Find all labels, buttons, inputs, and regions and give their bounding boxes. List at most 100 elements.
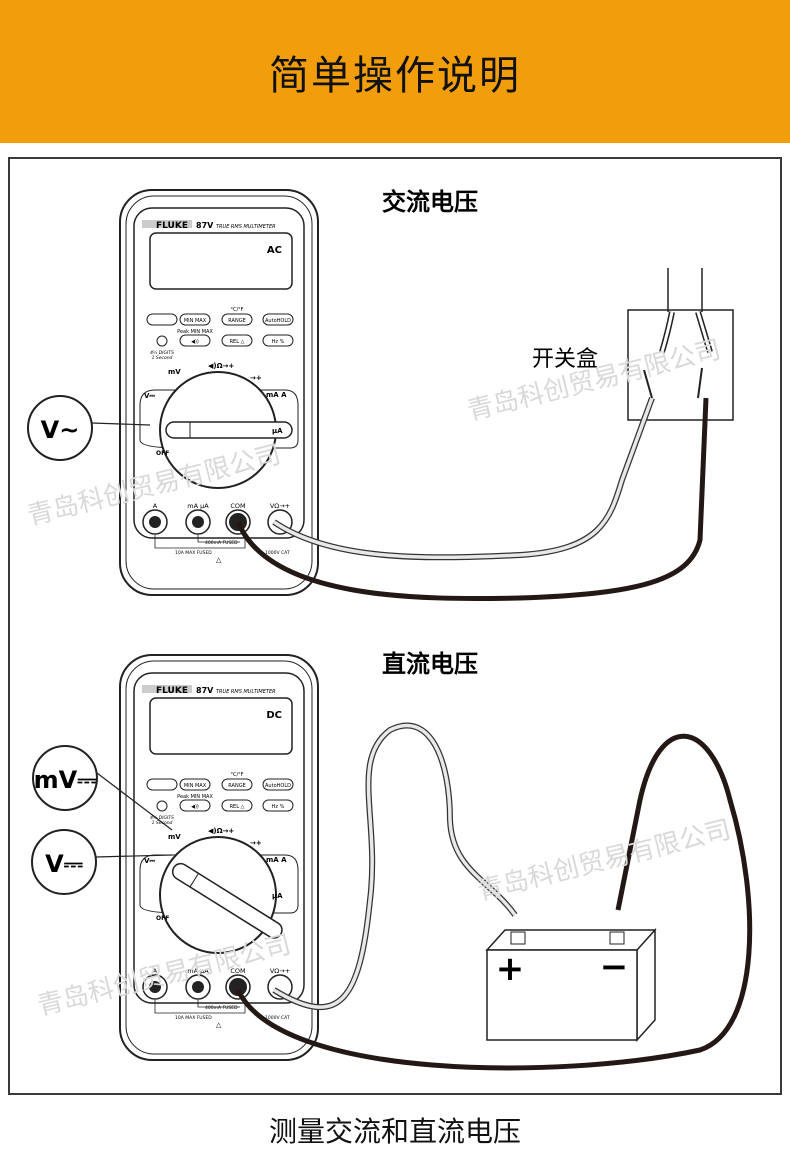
button-label: AutoHOLD — [265, 318, 291, 324]
jack-hole — [192, 516, 204, 528]
dial-label-ma: mA A — [266, 856, 287, 864]
section-title-dc: 直流电压 — [382, 650, 478, 678]
button-1[interactable] — [179, 313, 211, 326]
fuse-bracket — [154, 1000, 246, 1014]
peak-label: Peak MIN MAX — [177, 329, 213, 335]
button2-0[interactable] — [179, 334, 211, 347]
button-label: RANGE — [228, 318, 245, 324]
button-label: RANGE — [228, 783, 245, 789]
jack-hole — [149, 516, 161, 528]
switch-box-label: 开关盒 — [532, 347, 598, 372]
model-subtitle: TRUE RMS MULTIMETER — [216, 224, 276, 230]
lcd-display — [149, 697, 293, 755]
fuse-bracket — [154, 535, 246, 549]
jack-label: VΩ→+ — [270, 502, 290, 510]
lcd-mode: AC — [267, 245, 282, 256]
button-0[interactable] — [146, 313, 178, 326]
meter-case-inner — [125, 195, 313, 590]
digits-label: 4½ DIGITS — [150, 349, 174, 356]
black-test-lead-dc — [235, 733, 753, 1071]
dial-pointer — [165, 421, 293, 439]
dial-label-off: OFF — [156, 450, 169, 457]
brand-logo: FLUKE — [156, 686, 188, 696]
button2-2[interactable] — [262, 799, 294, 812]
button-label: MIN MAX — [184, 783, 207, 789]
meter-panel — [133, 672, 305, 1004]
button-label: REL △ — [230, 339, 245, 345]
backlight-sun-icon[interactable] — [156, 800, 168, 812]
callout-dc-millivolt-text: mV⎓ — [34, 766, 97, 794]
dial-label-ohm: ◀)Ω→+ — [208, 827, 234, 835]
button-label: Hz % — [272, 804, 285, 810]
temp-label: °C/°F — [230, 307, 243, 313]
lcd-display — [149, 232, 293, 290]
fuse-label-400ma: 400mA FUSED — [205, 540, 238, 546]
backlight-sun-icon[interactable] — [156, 335, 168, 347]
button-0[interactable] — [146, 778, 178, 791]
dial-label-mv: mV — [168, 833, 181, 841]
dial-panel — [139, 389, 299, 449]
jack-label: VΩ→+ — [270, 967, 290, 975]
jack-label: COM — [230, 967, 245, 975]
callout-dc-millivolt-leader — [96, 772, 173, 831]
jack-label: COM — [230, 502, 245, 510]
digits-label: 4½ DIGITS — [150, 814, 174, 821]
dial-label-diode: →+ — [250, 374, 262, 382]
callout-ac-voltage-text: V~ — [41, 416, 80, 444]
knob-line — [189, 873, 199, 888]
jack-hole — [192, 981, 204, 993]
temp-label: °C/°F — [230, 772, 243, 778]
button-label: REL △ — [230, 804, 245, 810]
dial-label-mv: mV — [168, 368, 181, 376]
dial-pointer — [171, 862, 283, 939]
lcd-mode: DC — [266, 710, 282, 721]
peak-label: Peak MIN MAX — [177, 794, 213, 800]
dial-label-vdc: V⎓ — [144, 857, 155, 865]
fuse-label-400ma: 400mA FUSED — [205, 1005, 238, 1011]
brand-bar — [142, 220, 192, 228]
cat-label: 1000V CAT — [265, 1015, 290, 1021]
jack-label: A — [153, 967, 158, 975]
button2-2[interactable] — [262, 334, 294, 347]
section-title-ac: 交流电压 — [382, 188, 478, 216]
button-label: ◀)) — [191, 339, 199, 345]
jack-hole — [149, 981, 161, 993]
battery-minus: − — [600, 947, 629, 987]
dial-label-ua: µA — [272, 427, 283, 435]
fuse-label-10a: 10A MAX FUSED — [175, 1015, 212, 1021]
button2-0[interactable] — [179, 799, 211, 812]
button-2[interactable] — [221, 778, 253, 791]
dial-knob — [171, 862, 283, 939]
watermark: 青岛科创贸易有限公司 — [474, 815, 734, 907]
model-label: 87V — [196, 221, 214, 230]
dial-label-vdc: V⎓ — [144, 392, 155, 400]
fuse-label-10a: 10A MAX FUSED — [175, 550, 212, 556]
dial-knob — [165, 421, 293, 439]
button2-1[interactable] — [221, 799, 253, 812]
model-label: 87V — [196, 686, 214, 695]
cat-label: 1000V CAT — [265, 550, 290, 556]
header-banner: 简单操作说明 — [0, 0, 790, 143]
dial-label-ua: µA — [272, 892, 283, 900]
button-1[interactable] — [179, 778, 211, 791]
callout-dc-voltage-leader — [95, 854, 173, 858]
button-3[interactable] — [262, 313, 294, 326]
dial-label-off: OFF — [156, 915, 169, 922]
warning-icon: △ — [216, 556, 222, 564]
digits-label: 1 Second — [152, 355, 173, 361]
brand-bar — [142, 685, 192, 693]
diagram-frame — [8, 157, 782, 1095]
button-2[interactable] — [221, 313, 253, 326]
jack-label: A — [153, 502, 158, 510]
black-test-lead — [235, 397, 709, 601]
switch-box: 开关盒 — [532, 268, 734, 421]
button-3[interactable] — [262, 778, 294, 791]
callout-ac-voltage-leader — [91, 422, 151, 426]
page-title: 简单操作说明 — [269, 52, 521, 99]
meter-case-inner — [125, 660, 313, 1055]
battery-plus: + — [496, 949, 525, 989]
button-label: Hz % — [272, 339, 285, 345]
jack-label: mA µA — [187, 967, 209, 975]
button2-1[interactable] — [221, 334, 253, 347]
